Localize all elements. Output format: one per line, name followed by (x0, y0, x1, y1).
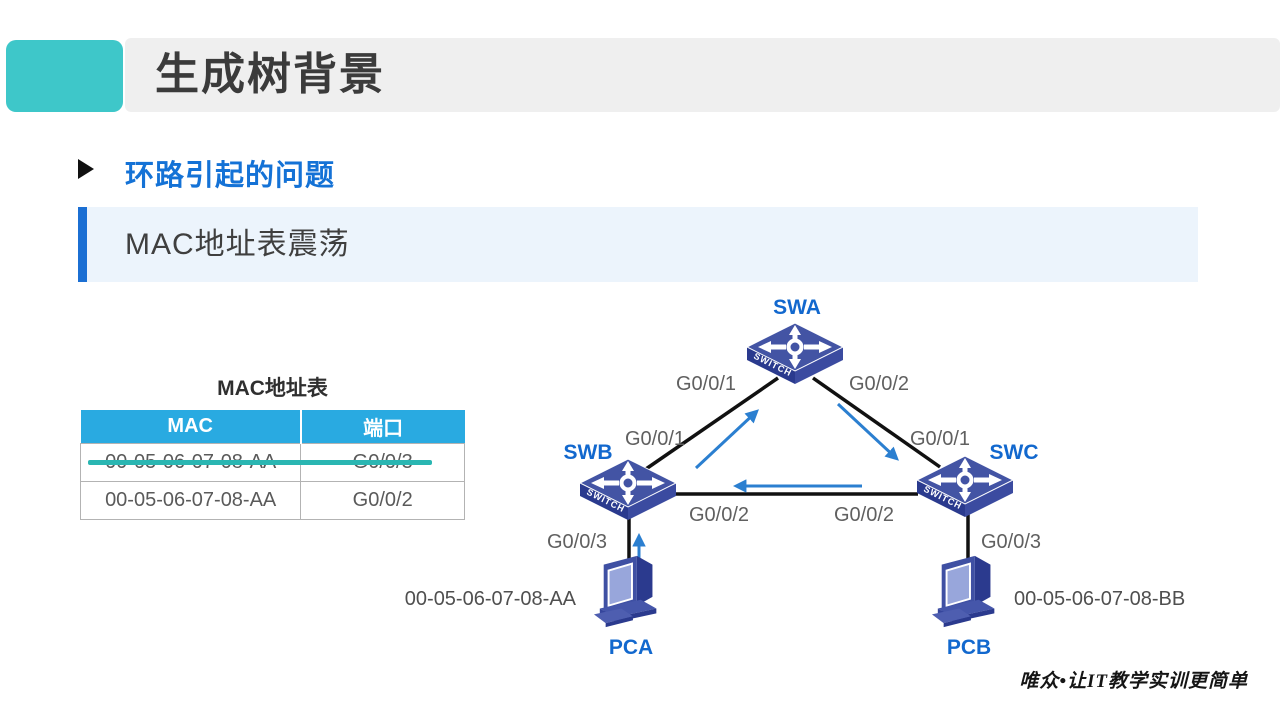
flow-arrow-swb-to-swa (694, 409, 759, 470)
port-label-swc-down: G0/0/3 (981, 531, 1042, 553)
mac-label-pca: 00-05-06-07-08-AA (404, 588, 576, 610)
pc-label-pcb: PCB (946, 636, 992, 659)
switch-label-swa: SWA (773, 296, 821, 319)
bullet-heading: 环路引起的问题 (125, 160, 336, 192)
cell-mac: 00-05-06-07-08-AA (79, 480, 302, 520)
port-label-swc-horizontal: G0/0/2 (834, 504, 895, 526)
port-label-swb-down: G0/0/3 (547, 531, 608, 553)
footer-slogan: 唯众•让IT教学实训更简单 (1019, 671, 1248, 692)
header-accent-block (6, 40, 123, 112)
port-label-swa-right: G0/0/2 (849, 373, 910, 395)
port-label-swa-left: G0/0/1 (676, 373, 737, 395)
header-bar (125, 38, 1280, 112)
table-row: 00-05-06-07-08-AA G0/0/2 (79, 480, 465, 520)
page-title: 生成树背景 (155, 50, 385, 99)
pc-icon-pca (593, 555, 657, 628)
table-header-row: MAC 端口 (80, 410, 465, 443)
strikethrough-line (88, 460, 432, 465)
switch-label-swc: SWC (989, 441, 1039, 464)
section-label: MAC地址表震荡 (125, 228, 350, 261)
switch-label-swb: SWB (563, 441, 613, 464)
flow-arrow-swa-to-swc (836, 402, 899, 461)
switch-icon-swc: SWITCH (915, 455, 1015, 517)
col-header-port: 端口 (299, 410, 465, 443)
switch-icon-swb: SWITCH (578, 458, 678, 520)
port-label-swb-up: G0/0/1 (625, 428, 686, 450)
switch-icon-swa: SWITCH (745, 322, 845, 384)
port-label-swb-horizontal: G0/0/2 (689, 504, 750, 526)
pc-label-pca: PCA (608, 636, 654, 659)
pc-icon-pcb (931, 555, 995, 628)
mac-table-title: MAC地址表 (217, 377, 328, 400)
triangle-bullet-icon (78, 159, 94, 179)
mac-label-pcb: 00-05-06-07-08-BB (1014, 588, 1186, 610)
port-label-swc-up: G0/0/1 (910, 428, 971, 450)
section-bar (78, 207, 1198, 282)
col-header-mac: MAC (80, 410, 301, 443)
cell-port: G0/0/2 (300, 480, 465, 520)
mac-address-table: MAC 端口 00-05-06-07-08-AA G0/0/3 00-05-06… (79, 410, 465, 520)
